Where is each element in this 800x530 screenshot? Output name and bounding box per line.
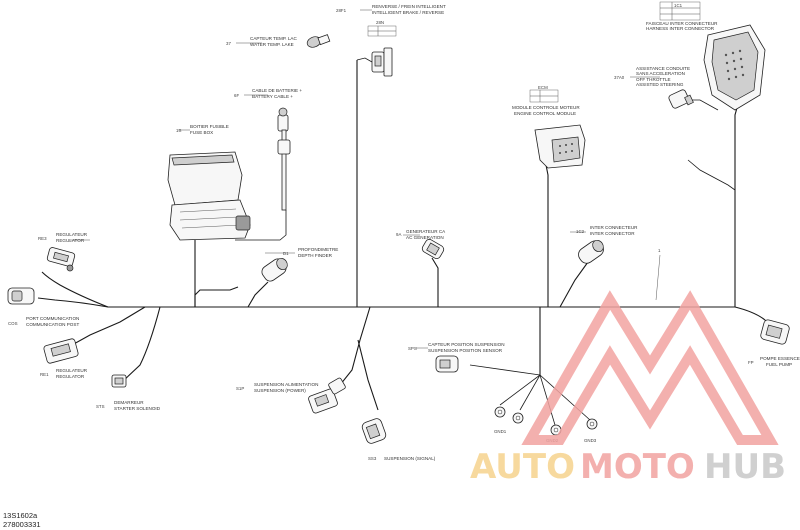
ecm-code: ECM bbox=[538, 85, 548, 90]
harness-code: 1C1 bbox=[674, 3, 683, 8]
generator-label-en: AC GENERATION bbox=[406, 235, 444, 240]
battery-label-fr: CABLE DE BATTERIE + bbox=[252, 88, 302, 93]
susp-signal-label-en: SUSPENSION (SIGNAL) bbox=[384, 456, 436, 461]
brake-code: 28F1 bbox=[336, 8, 347, 13]
logo-word-moto: MOTO bbox=[580, 447, 695, 487]
fuel-label-fr: POMPE ESSENCE bbox=[760, 356, 800, 361]
communication-port bbox=[7, 287, 35, 305]
depth-label-en: DEPTH FINDER bbox=[298, 253, 333, 258]
water-temp-sensor bbox=[306, 34, 331, 48]
automotohub-logo: AUTO MOTO HUB bbox=[470, 290, 786, 487]
harness-connector bbox=[703, 24, 766, 111]
battery-code: 6F bbox=[234, 93, 239, 98]
harness-label-en: HARNESS INTER CONNECTOR bbox=[646, 26, 715, 31]
inter-label-en: INTER CONNECTOR bbox=[590, 231, 635, 236]
regulator-label-en: REGULATOR bbox=[56, 238, 85, 243]
lake-code: 37 bbox=[226, 41, 231, 46]
steering-label-en-2: ASSISTED STEERING bbox=[636, 82, 684, 87]
susp-sensor-code: SPS bbox=[408, 346, 417, 351]
ecm-code-table bbox=[529, 89, 559, 103]
rectifier-code: RE1 bbox=[40, 372, 49, 377]
depth-code: D1 bbox=[283, 251, 289, 256]
steering-code: 37A0 bbox=[614, 75, 625, 80]
rectifier-label-en: REGULATOR bbox=[56, 374, 85, 379]
brake-table-code: 28N bbox=[376, 20, 384, 25]
susp-signal-code: SS3 bbox=[368, 456, 377, 461]
starter-code: STS bbox=[96, 404, 105, 409]
suspension-power-connector bbox=[308, 377, 346, 414]
fuse-code: 1S bbox=[176, 128, 181, 133]
callout-number: 1 bbox=[658, 248, 661, 253]
ecm-label-en: ENGINE CONTROL MODULE bbox=[514, 111, 576, 116]
harness-label-fr: FAISCEAU INTER CONNECTEUR bbox=[646, 21, 718, 26]
fuse-box bbox=[167, 151, 251, 241]
logo-word-auto: AUTO bbox=[470, 447, 575, 487]
battery-label-en: BATTERY CABLE + bbox=[252, 94, 293, 99]
inter-connector bbox=[578, 239, 604, 264]
fuse-label-en: FUSE BOX bbox=[190, 130, 213, 135]
part-number: 278003331 bbox=[3, 520, 41, 529]
fuel-code: FP bbox=[748, 360, 754, 365]
inter-code: 1C2 bbox=[576, 229, 585, 234]
regulator-label-fr: REGULATEUR bbox=[56, 232, 88, 237]
regulator-code: RE3 bbox=[38, 236, 47, 241]
suspension-position-sensor bbox=[435, 355, 459, 373]
steering-label-fr-1: ASSISTANCE CONDUITE bbox=[636, 66, 690, 71]
starter-solenoid bbox=[111, 374, 127, 388]
ecm-label-fr: MODULE CONTROLE MOTEUR bbox=[512, 105, 580, 110]
susp-power-code: S1P bbox=[236, 386, 244, 391]
ac-generator-connector bbox=[421, 239, 445, 259]
inter-label-fr: INTER CONNECTEUR bbox=[590, 225, 638, 230]
ground-3-label: GND3 bbox=[584, 438, 597, 443]
brake-code-table bbox=[367, 25, 397, 37]
steering-label-en-1: OFF THROTTLE bbox=[636, 77, 671, 82]
labels: 28F1 RENVERSE / FREIN INTELLIGENT INTELL… bbox=[8, 3, 800, 461]
susp-sensor-label-fr: CAPTEUR POSITION SUSPENSION bbox=[428, 342, 505, 347]
depth-finder-connector bbox=[261, 257, 288, 282]
lake-label-en: WATER TEMP. LAKE bbox=[250, 42, 294, 47]
comm-label-fr: PORT COMMUNICATION bbox=[26, 316, 79, 321]
depth-label-fr: PROFONDIMETRE bbox=[298, 247, 338, 252]
suspension-signal-connector bbox=[361, 418, 387, 444]
brake-label-en: INTELLIGENT BRAKE / REVERSE bbox=[372, 10, 444, 15]
fuel-pump-connector bbox=[760, 319, 790, 345]
brake-connector bbox=[371, 47, 393, 77]
steering-connector bbox=[668, 89, 694, 109]
fuel-label-en: FUEL PUMP bbox=[766, 362, 792, 367]
comm-code: COS bbox=[8, 321, 18, 326]
susp-sensor-label-en: SUSPENSION POSITION SENSOR bbox=[428, 348, 503, 353]
ground-terminals bbox=[494, 406, 598, 436]
rectifier-connector bbox=[43, 338, 79, 364]
generator-label-fr: GENERATEUR CA bbox=[406, 229, 446, 234]
brake-label-fr: RENVERSE / FREIN INTELLIGENT bbox=[372, 4, 446, 9]
battery-terminal bbox=[235, 107, 291, 241]
engine-control-module bbox=[534, 124, 586, 169]
harness-code-table bbox=[659, 1, 701, 21]
regulator-connector bbox=[46, 247, 76, 272]
lake-label-fr: CAPTEUR TEMP. LAC bbox=[250, 36, 297, 41]
comm-label-en: COMMUNICATION POST bbox=[26, 322, 79, 327]
drawing-id: 13S1602a bbox=[3, 511, 38, 520]
ground-1-label: GND1 bbox=[494, 429, 507, 434]
harness-trunk bbox=[37, 57, 773, 426]
rectifier-label-fr: REGULATEUR bbox=[56, 368, 88, 373]
starter-label-en: STARTER SOLENOID bbox=[114, 406, 161, 411]
generator-code: 9A bbox=[396, 232, 401, 237]
steering-label-fr-2: SANS ACCELERATION bbox=[636, 71, 685, 76]
susp-power-label-en: SUSPENSION (POWER) bbox=[254, 388, 306, 393]
logo-word-hub: HUB bbox=[704, 447, 786, 487]
leader-lines bbox=[70, 9, 661, 349]
starter-label-fr: DEMARREUR bbox=[114, 400, 144, 405]
fuse-label-fr: BOITIER FUSIBLE bbox=[190, 124, 229, 129]
susp-power-label-fr: SUSPENSION ALIMENTATION bbox=[254, 382, 318, 387]
